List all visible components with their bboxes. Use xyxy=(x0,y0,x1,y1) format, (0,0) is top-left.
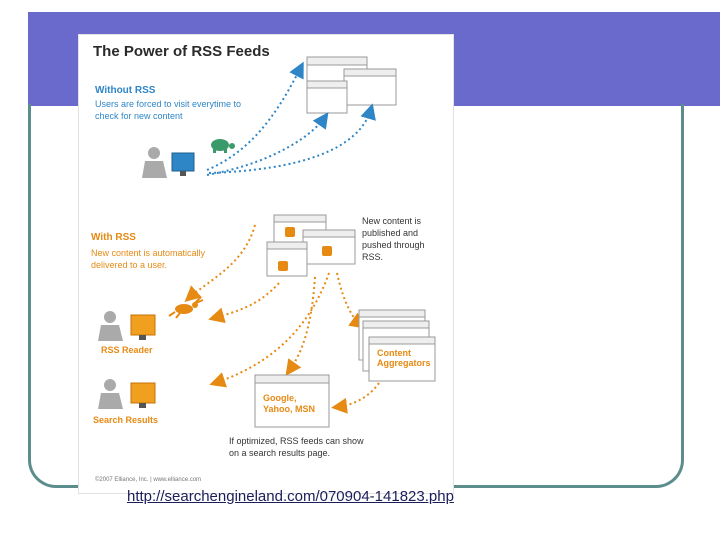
monitor-icon xyxy=(171,152,195,176)
aggregators-label: Content Aggregators xyxy=(377,348,431,368)
push-arrow xyxy=(208,282,280,324)
turtle-icon xyxy=(211,139,235,153)
monitor-icon xyxy=(130,382,156,408)
polling-arrow xyxy=(206,61,304,171)
without-rss-heading: Without RSS xyxy=(95,85,156,96)
person-icon xyxy=(142,147,167,178)
diagram-footer: ©2007 Elliance, Inc. | www.elliance.com xyxy=(95,477,202,483)
push-arrow xyxy=(285,276,316,376)
search-results-label: Search Results xyxy=(93,415,159,425)
publish-note: New content is published and pushed thro… xyxy=(362,216,425,262)
search-engine-window xyxy=(254,374,330,428)
with-rss-heading: With RSS xyxy=(91,232,136,243)
browser-window xyxy=(302,229,356,265)
rss-diagram: The Power of RSS Feeds Without RSS Users… xyxy=(79,35,453,493)
diagram-title: The Power of RSS Feeds xyxy=(93,43,270,60)
push-arrow xyxy=(336,272,366,329)
without-rss-description: Users are forced to visit everytime to c… xyxy=(95,99,242,121)
browser-window xyxy=(306,80,348,114)
rabbit-icon xyxy=(168,296,204,319)
push-arrow xyxy=(209,272,330,388)
rss-icon xyxy=(285,227,295,237)
person-icon xyxy=(98,311,123,341)
search-engines-label: Google, Yahoo, MSN xyxy=(263,393,316,414)
search-note: If optimized, RSS feeds can show on a se… xyxy=(229,436,364,458)
push-arrow xyxy=(331,382,380,414)
rss-reader-label: RSS Reader xyxy=(101,345,153,355)
rss-icon xyxy=(322,246,332,256)
rss-icon xyxy=(278,261,288,271)
aggregator-window xyxy=(368,336,436,382)
browser-window xyxy=(266,241,308,277)
source-link[interactable]: http://searchengineland.com/070904-14182… xyxy=(127,488,454,505)
monitor-icon xyxy=(130,314,156,340)
polling-arrow xyxy=(208,103,376,174)
person-icon xyxy=(98,379,123,409)
with-rss-description: New content is automatically delivered t… xyxy=(91,248,206,270)
diagram-graphics xyxy=(98,56,436,428)
browser-window xyxy=(343,68,397,106)
push-arrow xyxy=(184,224,256,303)
